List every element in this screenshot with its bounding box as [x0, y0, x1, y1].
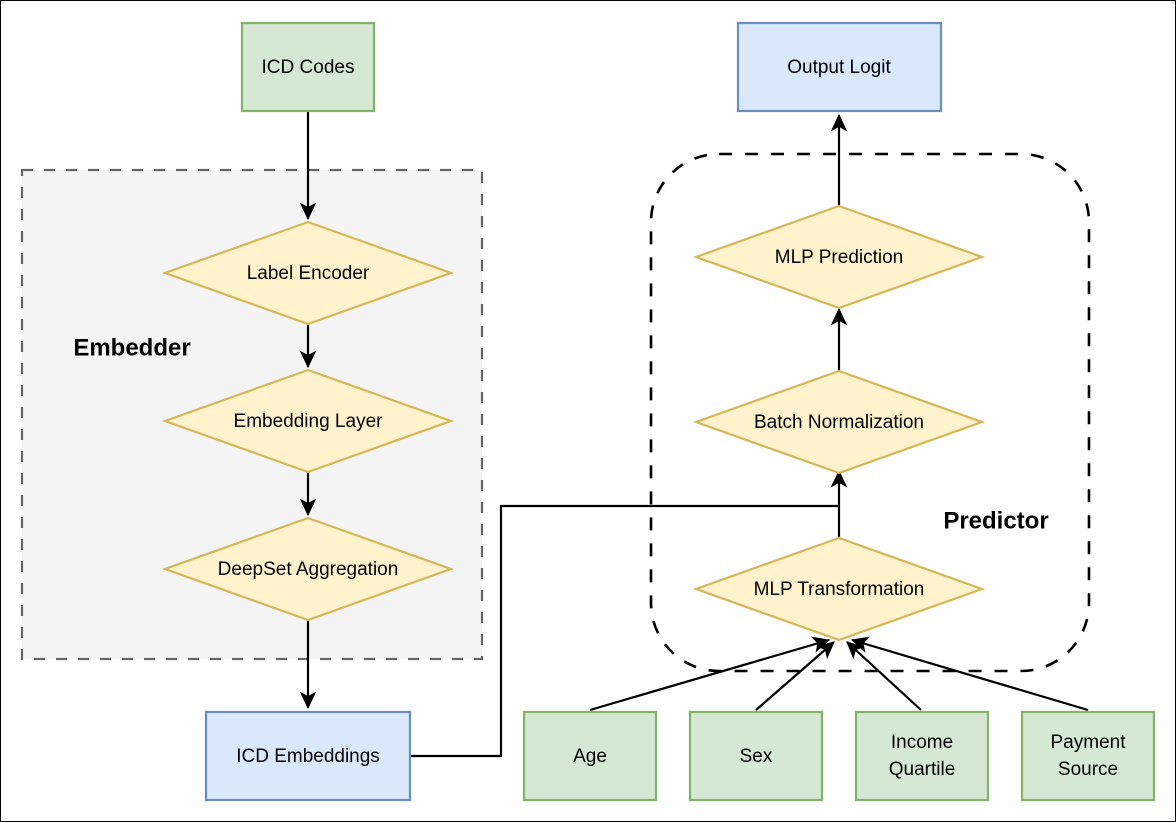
icd-codes-label: ICD Codes — [262, 57, 355, 78]
payment-source-label-line1: Payment — [1051, 732, 1127, 753]
embedder-label: Embedder — [73, 334, 190, 361]
predictor-boundary — [649, 152, 1091, 673]
edge-payment-source-to-mlp-transformation — [850, 636, 1089, 712]
edge-sex-to-mlp-transformation — [755, 641, 835, 711]
mlp-transformation-shape[interactable] — [692, 536, 986, 642]
batch-normalization-label: Batch Normalization — [754, 412, 924, 433]
node-icd-codes[interactable]: ICD Codes — [240, 21, 376, 113]
node-payment-source[interactable]: Payment Source — [1020, 710, 1156, 802]
age-shape[interactable] — [522, 710, 658, 802]
deepset-aggregation-shape[interactable] — [161, 516, 455, 622]
output-logit-shape[interactable] — [736, 21, 943, 113]
income-quartile-shape[interactable] — [854, 710, 990, 802]
node-icd-embeddings[interactable]: ICD Embeddings — [204, 710, 412, 802]
predictor-label: Predictor — [943, 507, 1048, 534]
embedding-layer-label: Embedding Layer — [234, 411, 384, 432]
income-quartile-label-line2: Quartile — [889, 759, 956, 780]
edge-income-quartile-to-mlp-transformation — [846, 641, 922, 711]
payment-source-shape[interactable] — [1020, 710, 1156, 802]
edge-age-to-mlp-transformation — [589, 636, 831, 712]
label-encoder-shape[interactable] — [161, 220, 455, 326]
node-embedding-layer[interactable]: Embedding Layer — [161, 368, 455, 474]
icd-codes-shape[interactable] — [240, 21, 376, 113]
mlp-prediction-shape[interactable] — [692, 204, 986, 310]
edges-layer — [299, 111, 1089, 758]
age-label: Age — [573, 746, 607, 767]
node-deepset-aggregation[interactable]: DeepSet Aggregation — [161, 516, 455, 622]
node-label-encoder[interactable]: Label Encoder — [161, 220, 455, 326]
node-mlp-prediction[interactable]: MLP Prediction — [692, 204, 986, 310]
group-predictor: Predictor — [649, 152, 1091, 673]
node-age[interactable]: Age — [522, 710, 658, 802]
income-quartile-label-line1: Income — [891, 732, 953, 753]
sex-shape[interactable] — [688, 710, 824, 802]
output-logit-label: Output Logit — [787, 57, 891, 78]
batch-normalization-shape[interactable] — [692, 369, 986, 475]
node-sex[interactable]: Sex — [688, 710, 824, 802]
mlp-prediction-label: MLP Prediction — [775, 247, 904, 268]
sex-label: Sex — [740, 746, 773, 767]
node-mlp-transformation[interactable]: MLP Transformation — [692, 536, 986, 642]
embedding-layer-shape[interactable] — [161, 368, 455, 474]
label-encoder-label: Label Encoder — [247, 263, 370, 284]
payment-source-label-line2: Source — [1058, 759, 1118, 780]
icd-embeddings-shape[interactable] — [204, 710, 412, 802]
mlp-transformation-label: MLP Transformation — [754, 579, 925, 600]
node-output-logit[interactable]: Output Logit — [736, 21, 943, 113]
edge-icd-embeddings-to-mlp-transformation — [410, 504, 839, 758]
node-batch-normalization[interactable]: Batch Normalization — [692, 369, 986, 475]
deepset-aggregation-label: DeepSet Aggregation — [218, 559, 399, 580]
icd-embeddings-label: ICD Embeddings — [236, 746, 380, 767]
node-income-quartile[interactable]: Income Quartile — [854, 710, 990, 802]
